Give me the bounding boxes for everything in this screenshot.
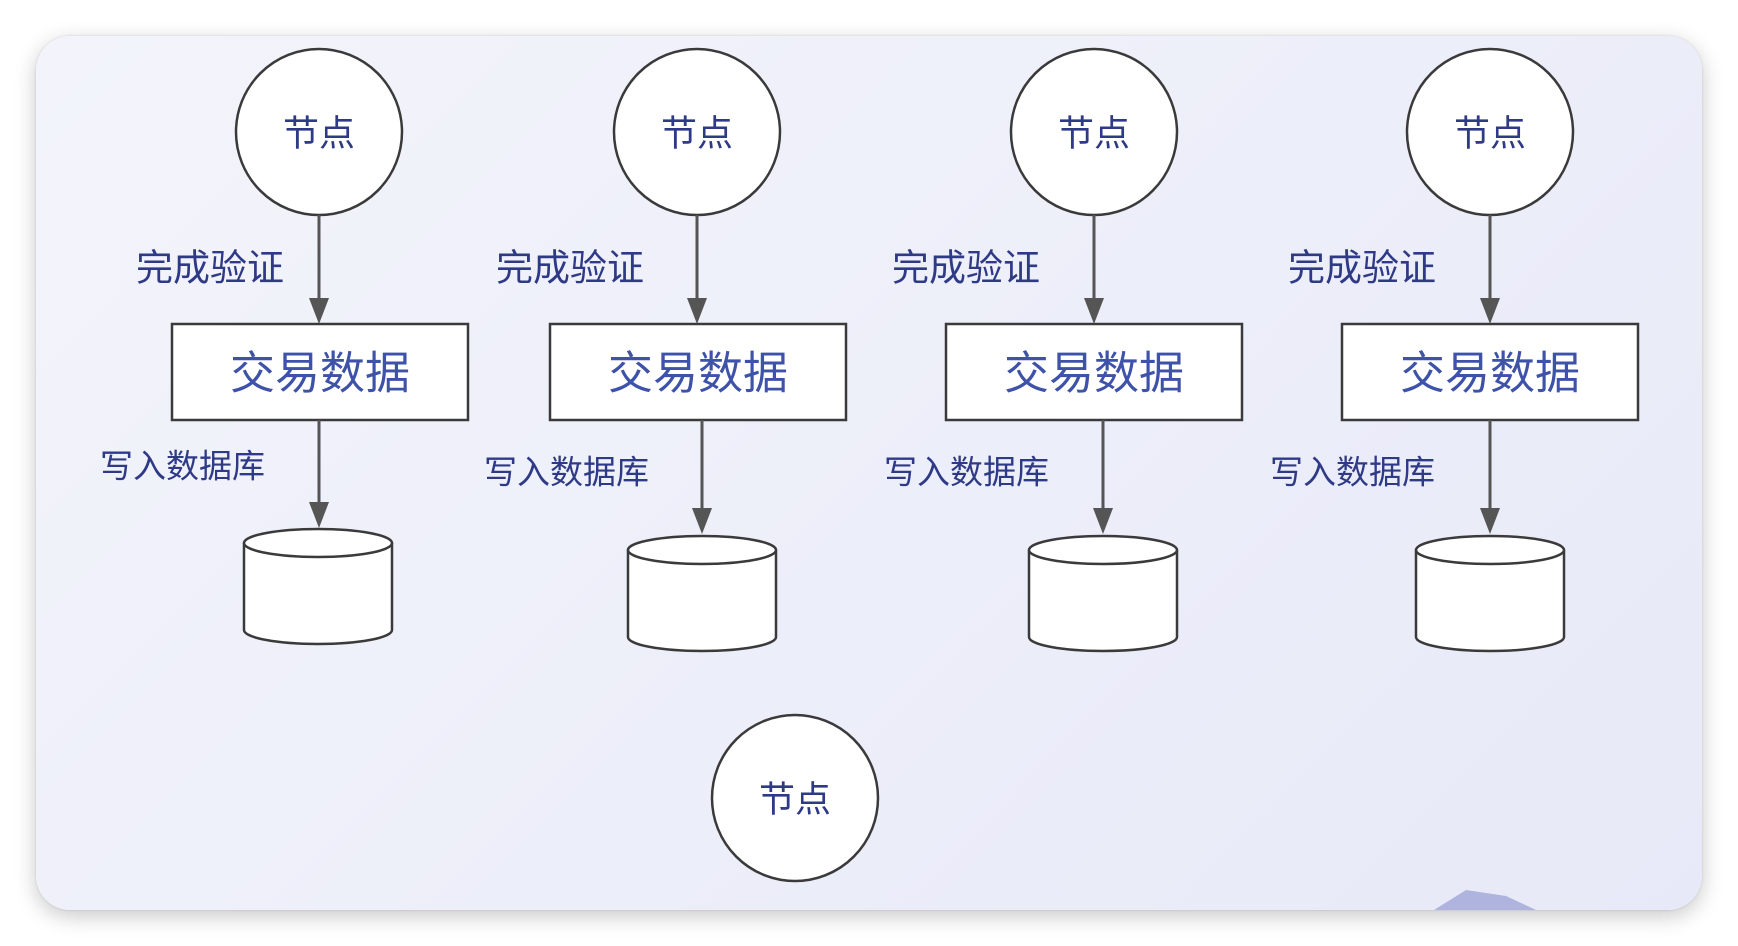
column-1: 节点 完成验证 交易数据 写入数据库 xyxy=(100,47,470,646)
transaction-box xyxy=(1340,322,1640,422)
arrow-head-icon xyxy=(687,298,707,324)
verify-label: 完成验证 xyxy=(496,247,644,290)
arrow-head-icon xyxy=(1093,508,1113,534)
node-label: 节点 xyxy=(283,114,355,155)
column-2: 节点 完成验证 交易数据 写入数据库 xyxy=(484,47,848,653)
column-3: 节点 完成验证 交易数据 写入数据库 xyxy=(884,47,1244,653)
database-icon xyxy=(626,534,778,653)
verify-label: 完成验证 xyxy=(1288,247,1436,290)
flow-diagram: 节点 完成验证 交易数据 写入数据库 节点 完成验证 交易数据 写 xyxy=(100,47,1640,910)
node-label: 节点 xyxy=(1058,114,1130,155)
transaction-box xyxy=(170,322,470,422)
database-icon xyxy=(242,527,394,646)
column-4: 节点 完成验证 交易数据 写入数据库 xyxy=(1270,47,1640,653)
transaction-label: 交易数据 xyxy=(1400,347,1580,400)
transaction-box xyxy=(944,322,1244,422)
write-label: 写入数据库 xyxy=(1270,453,1435,492)
transaction-box xyxy=(548,322,848,422)
arrow-head-icon xyxy=(309,298,329,324)
extra-node: 节点 xyxy=(710,713,880,883)
verify-label: 完成验证 xyxy=(136,247,284,290)
verify-label: 完成验证 xyxy=(892,247,1040,290)
diagram-canvas: 节点 完成验证 交易数据 写入数据库 节点 完成验证 交易数据 写 xyxy=(36,36,1702,910)
node-label: 节点 xyxy=(759,780,831,821)
arrow-head-icon xyxy=(309,502,329,528)
arrow-head-icon xyxy=(1084,298,1104,324)
node-label: 节点 xyxy=(1454,114,1526,155)
node-label: 节点 xyxy=(661,114,733,155)
write-label: 写入数据库 xyxy=(884,453,1049,492)
write-label: 写入数据库 xyxy=(484,453,649,492)
transaction-label: 交易数据 xyxy=(608,347,788,400)
arrow-head-icon xyxy=(1480,298,1500,324)
node-circle xyxy=(710,713,880,883)
arrow-head-icon xyxy=(692,508,712,534)
transaction-label: 交易数据 xyxy=(1004,347,1184,400)
decoration-shape xyxy=(1434,890,1536,910)
write-label: 写入数据库 xyxy=(100,447,265,486)
database-icon xyxy=(1027,534,1179,653)
database-icon xyxy=(1414,534,1566,653)
transaction-label: 交易数据 xyxy=(230,347,410,400)
arrow-head-icon xyxy=(1480,508,1500,534)
